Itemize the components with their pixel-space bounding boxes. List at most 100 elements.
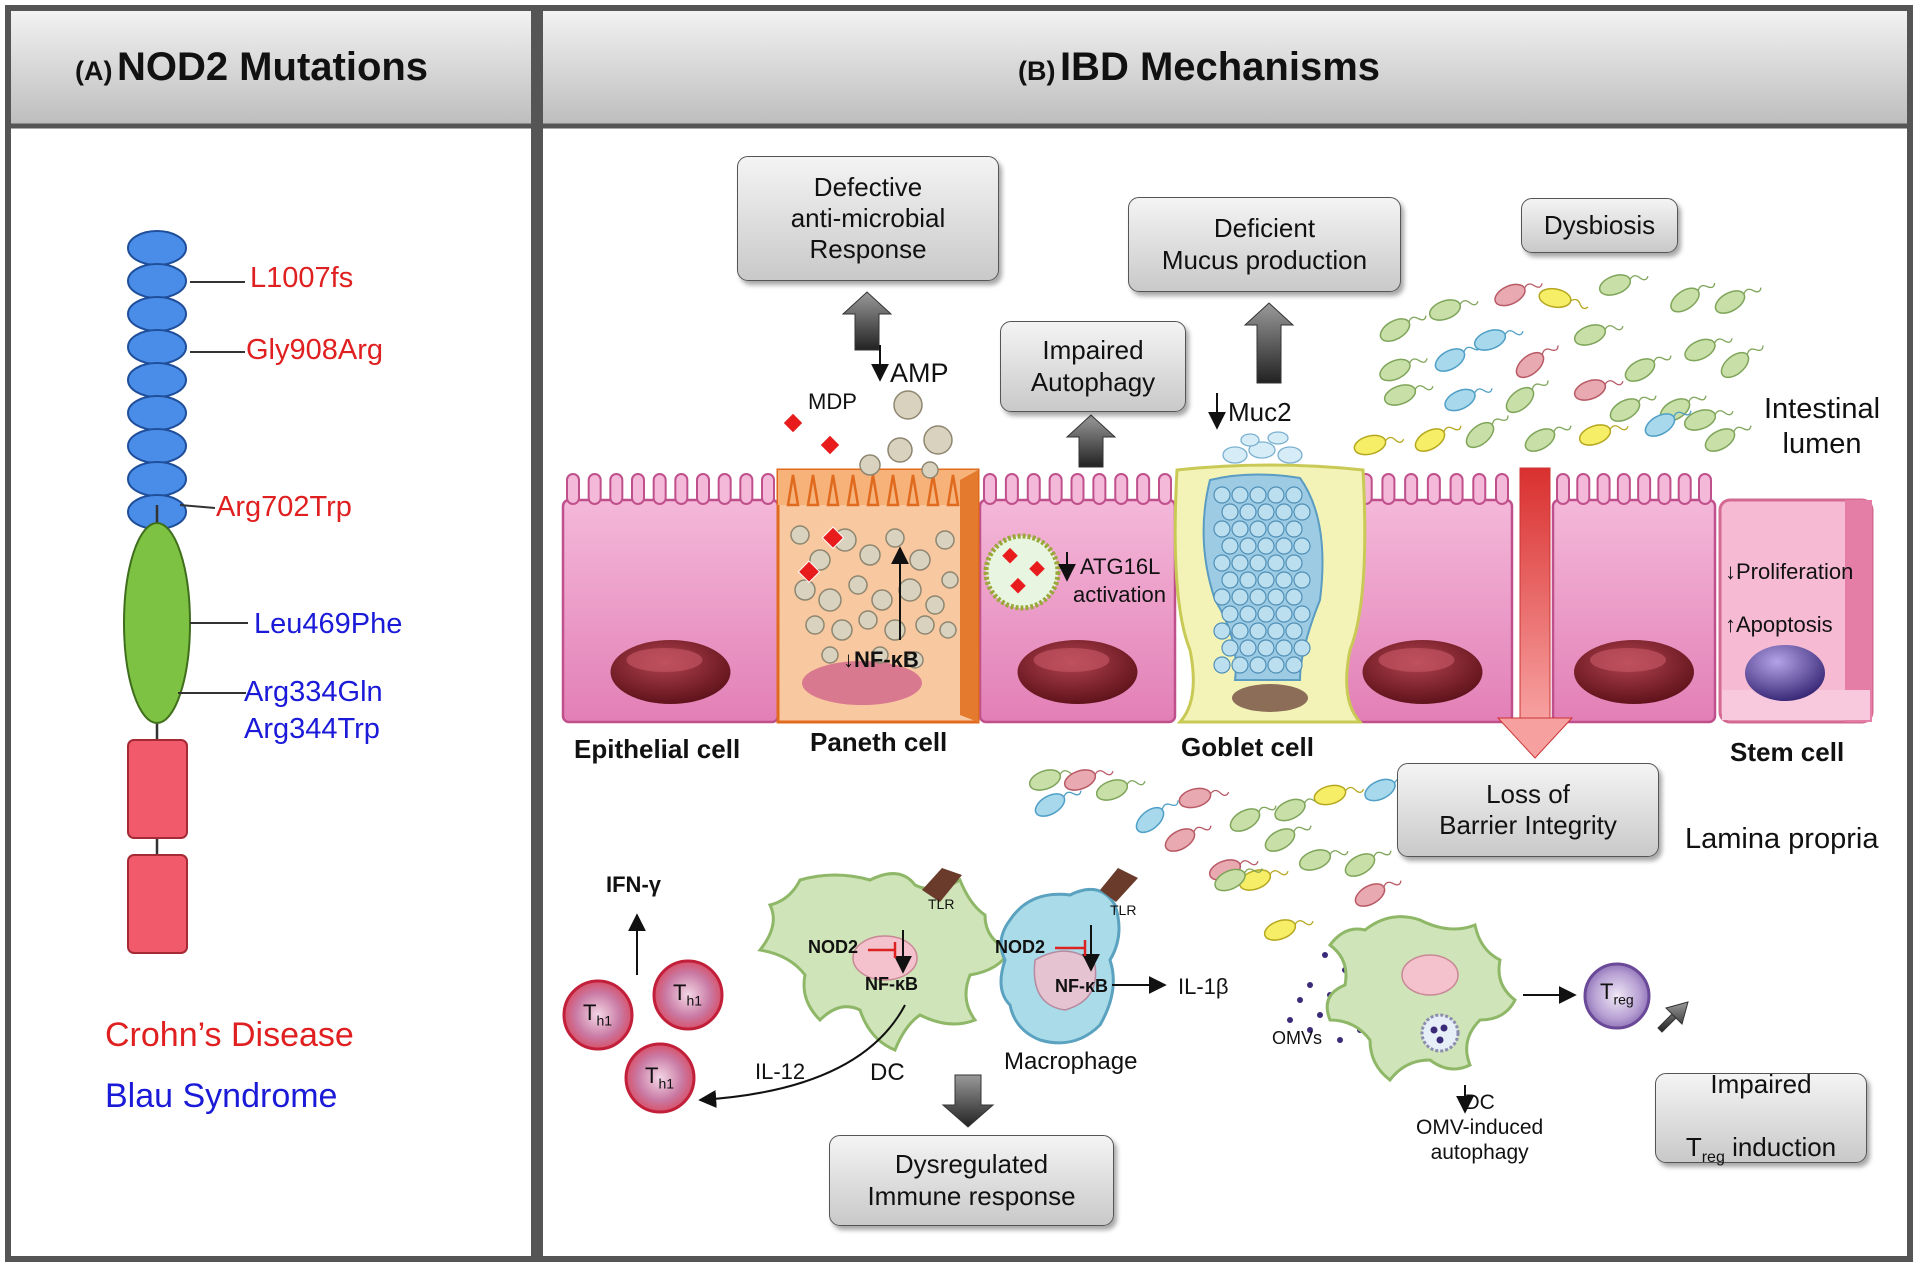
lrr-repeat (127, 428, 187, 464)
bacteria (1028, 274, 1764, 941)
label-goblet-cell: Goblet cell (1181, 732, 1314, 762)
amp-granules (859, 390, 953, 479)
label-ifn-gamma: IFN-γ (606, 872, 661, 897)
epithelial-cells (561, 473, 1717, 724)
th1-sub: h1 (596, 1012, 613, 1029)
label-muc2: Muc2 (1228, 397, 1292, 427)
autophagosome (983, 533, 1061, 611)
label-mdp: MDP (808, 389, 857, 414)
omv-dendritic-cell-shape (1325, 915, 1517, 1083)
treg-sub: reg (1701, 1148, 1725, 1166)
lrr-repeat (127, 230, 187, 266)
mutation-label: Arg334Gln (244, 676, 383, 708)
epithelial-cell (561, 473, 780, 724)
goblet-cell-shape (1173, 431, 1367, 724)
proliferation-text: Proliferation (1736, 559, 1854, 584)
label-il1b: IL-1β (1178, 974, 1229, 999)
box-barrier-integrity: Loss of Barrier Integrity (1397, 763, 1659, 857)
epithelial-cell (1551, 473, 1717, 724)
mutation-label: Leu469Phe (254, 608, 403, 640)
th1-t: T (583, 1000, 597, 1025)
label-tlr-dc: TLR (928, 896, 955, 912)
label-apoptosis: ↑Apoptosis (1725, 613, 1833, 637)
paneth-cell-shape (776, 468, 980, 724)
nod2-card-domain-1 (127, 739, 188, 839)
box-impaired-treg: Impaired Treg induction (1655, 1069, 1867, 1166)
box-dysregulated-immune: Dysregulated Immune response (829, 1135, 1114, 1226)
block-arrows (841, 291, 1689, 1128)
panel-b-title: (B) IBD Mechanisms (1018, 45, 1380, 90)
box-impaired-autophagy: Impaired Autophagy (1000, 321, 1186, 412)
label-nfkb-mac: NF-κB (1055, 976, 1109, 996)
label-proliferation: ↓Proliferation (1725, 560, 1853, 584)
down-arrow: ↓ (843, 647, 854, 672)
panel-b-name: IBD Mechanisms (1059, 45, 1381, 89)
legend-crohns: Crohn’s Disease (105, 1016, 354, 1054)
lrr-repeat (127, 263, 187, 299)
down-arrow: ↓ (1725, 559, 1736, 584)
box-text: Defective anti-microbial Response (790, 171, 946, 265)
stem-cell-shape (1718, 498, 1874, 724)
treg-t: T (1685, 1131, 1702, 1162)
treg-t: T (1600, 979, 1614, 1004)
mutation-label: Arg344Trp (244, 713, 380, 745)
label-treg: Treg (1600, 980, 1634, 1008)
label-nfkb-dc: NF-κB (865, 974, 919, 994)
label-amp: AMP (890, 358, 949, 388)
label-tlr-mac: TLR (1110, 902, 1137, 918)
label-nod2-dc: NOD2 (808, 937, 859, 957)
nfkb-text: NF-κB (854, 647, 919, 672)
th1-t: T (645, 1063, 659, 1088)
box-text: Loss of Barrier Integrity (1439, 778, 1617, 840)
box-deficient-mucus: Deficient Mucus production (1128, 197, 1401, 292)
panel-a-name: NOD2 Mutations (116, 45, 429, 89)
label-th1: Th1 (645, 1064, 674, 1092)
il12-arrow (698, 1004, 906, 1108)
box-text-line: Impaired (1710, 1069, 1812, 1100)
treg-sub: reg (1613, 991, 1634, 1008)
label-th1: Th1 (673, 981, 702, 1009)
apoptosis-text: Apoptosis (1736, 612, 1833, 637)
macrophage-shape (999, 868, 1138, 1045)
label-paneth-cell: Paneth cell (810, 727, 948, 757)
label-stem-cell: Stem cell (1730, 737, 1845, 767)
legend-blau: Blau Syndrome (105, 1077, 338, 1115)
up-arrow: ↑ (1725, 612, 1736, 637)
box-text-line: Treg induction (1686, 1132, 1836, 1167)
panel-a-letter: (A) (75, 56, 113, 86)
label-nfkb-paneth: ↓NF-κB (843, 648, 919, 672)
lrr-repeat (127, 329, 187, 365)
mutation-pointer-lines (178, 281, 248, 694)
label-il12: IL-12 (755, 1059, 806, 1084)
mdp-molecules (782, 412, 845, 584)
treg-induction: induction (1724, 1131, 1837, 1162)
label-omvs: OMVs (1272, 1028, 1323, 1048)
label-activation: activation (1073, 582, 1166, 607)
label-atg16l: ATG16L (1080, 554, 1161, 579)
box-text: Dysbiosis (1543, 209, 1656, 240)
epithelial-cell (1331, 473, 1514, 724)
box-text: Impaired Autophagy (1030, 335, 1156, 397)
th1-t: T (673, 980, 687, 1005)
box-text: Impaired Treg induction (1686, 1038, 1836, 1198)
th1-sub: h1 (658, 1075, 675, 1092)
lrr-repeat (127, 296, 187, 332)
lrr-repeat (127, 395, 187, 431)
label-dc: DC (870, 1059, 905, 1086)
panel-b-letter: (B) (1018, 56, 1056, 86)
lrr-repeat (127, 461, 187, 497)
th1-cells (562, 959, 724, 1114)
box-text: Dysregulated Immune response (867, 1149, 1076, 1211)
label-omv-autophagy: DC OMV-induced autophagy (1416, 1091, 1544, 1165)
label-intestinal-lumen: Intestinal lumen (1764, 393, 1881, 460)
box-text: Deficient Mucus production (1161, 213, 1368, 275)
panel-a-title: (A) NOD2 Mutations (75, 45, 428, 90)
label-lamina-propria: Lamina propria (1685, 823, 1879, 855)
mutation-label: Arg702Trp (216, 491, 352, 523)
nod2-lrr-domain (127, 230, 187, 530)
mutation-label: L1007fs (250, 262, 354, 294)
mutation-label: Gly908Arg (246, 334, 384, 366)
box-dysbiosis: Dysbiosis (1521, 198, 1678, 253)
label-epithelial-cell: Epithelial cell (574, 734, 741, 764)
th1-sub: h1 (686, 992, 703, 1009)
